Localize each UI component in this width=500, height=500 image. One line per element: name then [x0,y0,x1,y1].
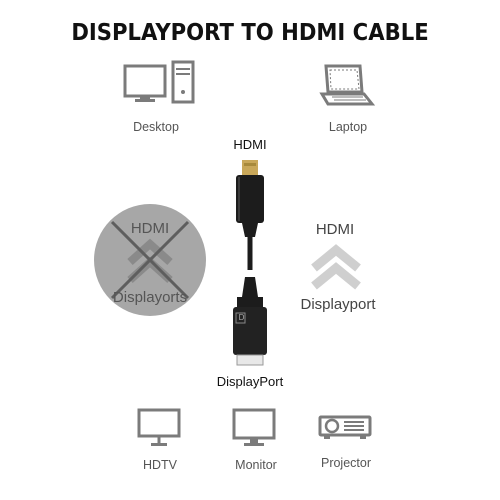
monitor-icon [232,408,276,446]
projector-icon [318,415,372,439]
cable-displayport-label: DisplayPort [216,374,284,389]
crossed-displayport-label: Displayorts [112,289,188,306]
up-chevrons-icon [311,244,361,290]
page-title: DISPLAYPORT TO HDMI CABLE [71,20,429,46]
laptop-icon [319,64,376,106]
desktop-icon [123,60,195,104]
monitor-label: Monitor [235,458,277,472]
hdtv-label: HDTV [142,458,178,472]
invalid-direction-badge [94,204,206,316]
cable-hdmi-label: HDMI [233,137,267,152]
hdmi-to-displayport-cable [233,160,267,366]
valid-displayport-label: Displayport [300,296,376,313]
laptop-label: Laptop [328,120,368,134]
crossed-hdmi-label: HDMI [130,220,170,237]
desktop-label: Desktop [133,120,179,134]
tv-icon [137,408,181,446]
valid-hdmi-label: HDMI [315,221,355,238]
projector-label: Projector [320,456,372,470]
port-marking: D [238,313,245,322]
